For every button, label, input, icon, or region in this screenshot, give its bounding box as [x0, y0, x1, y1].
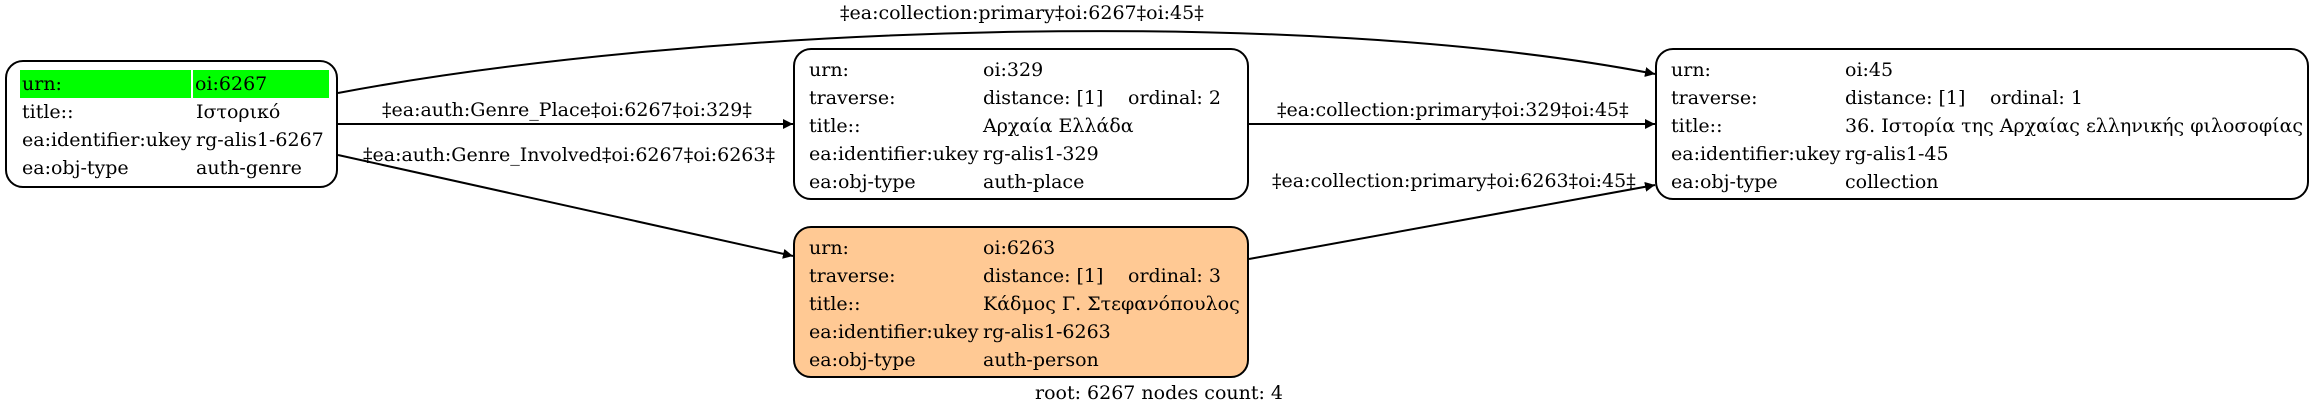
- title-key: title::: [1671, 115, 1723, 137]
- title-key: title::: [22, 101, 74, 123]
- node-oi-329[interactable]: urn: oi:329 traverse: distance: [1] ordi…: [793, 48, 1249, 200]
- urn-value: oi:6267: [193, 70, 329, 98]
- ordinal-value: ordinal: 2: [1128, 87, 1221, 109]
- edge-label-6263-45: ‡ea:collection:primary‡oi:6263‡oi:45‡: [1272, 170, 1636, 192]
- urn-key: urn:: [809, 59, 849, 81]
- ukey-key: ea:identifier:ukey: [22, 129, 192, 151]
- title-key: title::: [809, 293, 861, 315]
- node-oi-45[interactable]: urn: oi:45 traverse: distance: [1] ordin…: [1655, 48, 2309, 200]
- edge-6267-to-6263: [337, 154, 794, 259]
- obj-type-key: ea:obj-type: [22, 157, 129, 179]
- urn-value: oi:45: [1845, 59, 1894, 81]
- ordinal-value: ordinal: 3: [1128, 265, 1221, 287]
- title-value: Κάδμος Γ. Στεφανόπουλος: [983, 293, 1240, 315]
- ukey-value: rg-alis1-45: [1845, 143, 1949, 165]
- ukey-value: rg-alis1-6263: [983, 321, 1111, 343]
- obj-type-value: collection: [1845, 171, 1939, 193]
- urn-key: urn:: [20, 70, 191, 98]
- urn-value: oi:6263: [983, 237, 1056, 259]
- graph-footer: root: 6267 nodes count: 4: [1035, 382, 1284, 404]
- ukey-key: ea:identifier:ukey: [1671, 143, 1841, 165]
- obj-type-value: auth-person: [983, 349, 1099, 371]
- edge-label-329-45: ‡ea:collection:primary‡oi:329‡oi:45‡: [1277, 99, 1629, 121]
- title-value: Αρχαία Ελλάδα: [983, 115, 1134, 137]
- ukey-value: rg-alis1-329: [983, 143, 1099, 165]
- traverse-key: traverse:: [809, 265, 896, 287]
- title-value: 36. Ιστορία της Αρχαίας ελληνικής φιλοσο…: [1845, 115, 2304, 137]
- ukey-key: ea:identifier:ukey: [809, 143, 979, 165]
- title-key: title::: [809, 115, 861, 137]
- obj-type-key: ea:obj-type: [809, 171, 916, 193]
- obj-type-key: ea:obj-type: [809, 349, 916, 371]
- edge-6263-to-45: [1248, 181, 1656, 260]
- title-value: Ιστορικό: [196, 101, 281, 123]
- obj-type-value: auth-genre: [196, 157, 302, 179]
- ukey-value: rg-alis1-6267: [196, 129, 324, 151]
- obj-type-key: ea:obj-type: [1671, 171, 1778, 193]
- edge-6267-to-45: [337, 30, 1656, 94]
- obj-type-value: auth-place: [983, 171, 1085, 193]
- distance-value: distance: [1]: [983, 87, 1104, 109]
- distance-value: distance: [1]: [983, 265, 1104, 287]
- ukey-key: ea:identifier:ukey: [809, 321, 979, 343]
- ordinal-value: ordinal: 1: [1990, 87, 2083, 109]
- traverse-key: traverse:: [1671, 87, 1758, 109]
- urn-value: oi:329: [983, 59, 1044, 81]
- edge-label-6267-329: ‡ea:auth:Genre_Place‡oi:6267‡oi:329‡: [382, 99, 752, 121]
- edge-label-6267-6263: ‡ea:auth:Genre_Involved‡oi:6267‡oi:6263‡: [363, 144, 775, 166]
- edge-label-6267-45: ‡ea:collection:primary‡oi:6267‡oi:45‡: [840, 2, 1204, 24]
- distance-value: distance: [1]: [1845, 87, 1966, 109]
- traverse-key: traverse:: [809, 87, 896, 109]
- urn-key: urn:: [1671, 59, 1711, 81]
- node-oi-6267[interactable]: urn: oi:6267 title:: Ιστορικό ea:identif…: [5, 60, 338, 188]
- urn-key: urn:: [809, 237, 849, 259]
- node-oi-6263[interactable]: urn: oi:6263 traverse: distance: [1] ord…: [793, 226, 1249, 378]
